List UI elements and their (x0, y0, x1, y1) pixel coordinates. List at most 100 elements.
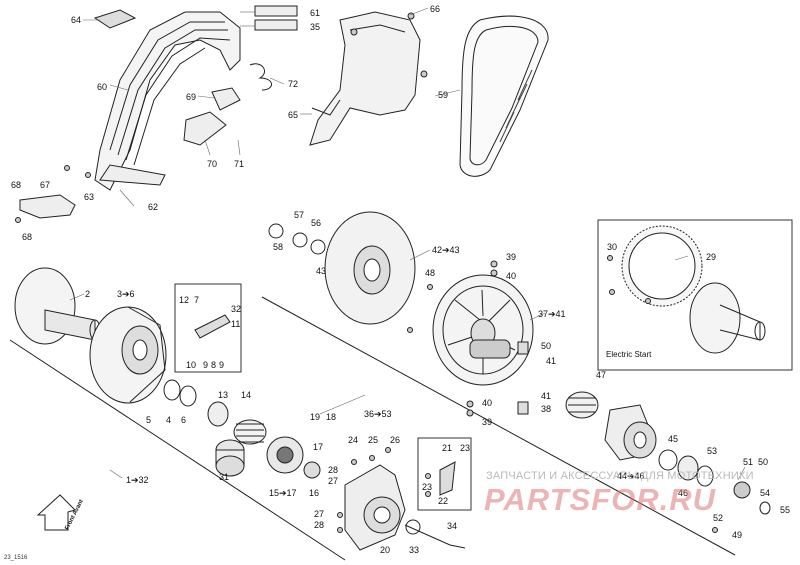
callout-24: 24 (348, 435, 359, 445)
electric-start-pulley (689, 282, 766, 354)
callout-40-bottom: 40 (482, 398, 493, 408)
callout-43: 43 (316, 266, 327, 276)
cover-part-65 (309, 11, 421, 146)
roller-kit-box (174, 283, 242, 373)
driven-pulley-fixed-half (324, 211, 416, 325)
ring-46b (677, 455, 699, 481)
driven-pulley-sliding-half (432, 274, 534, 386)
ring-6 (179, 385, 197, 407)
callout-4: 4 (166, 415, 172, 425)
callout-72: 72 (288, 79, 299, 89)
callout-66: 66 (430, 4, 441, 14)
callout-10: 10 (186, 360, 197, 370)
callout-19: 19 (310, 412, 321, 422)
callout-20: 20 (380, 545, 391, 555)
callout-71: 71 (234, 159, 245, 169)
callout-29: 29 (706, 252, 717, 262)
callout-21: 21 (442, 443, 453, 453)
callout-27-b: 27 (314, 509, 325, 519)
callout-45: 45 (668, 434, 679, 444)
callout-41-a: 41 (546, 356, 557, 366)
callout-16: 16 (309, 488, 320, 498)
bushing-31 (215, 439, 245, 477)
callout-69: 69 (186, 92, 197, 102)
cam-arm-21 (439, 461, 456, 496)
callout-28-a: 28 (328, 465, 339, 475)
callout-44-46: 44➔46 (617, 471, 645, 481)
washer-57 (268, 223, 284, 239)
nut-52 (733, 481, 751, 499)
drive-pulley-sliding-half (89, 306, 167, 404)
callout-15-17: 15➔17 (269, 488, 297, 498)
callout-58: 58 (273, 242, 284, 252)
callout-61: 61 (310, 8, 321, 18)
callout-51: 51 (743, 457, 754, 467)
clip-72 (249, 63, 272, 91)
spring-14 (233, 419, 267, 445)
callout-56: 56 (311, 218, 322, 228)
lever-7 (194, 314, 231, 339)
callout-2: 2 (85, 289, 91, 299)
washer-55 (759, 501, 771, 515)
callout-22: 22 (438, 496, 449, 506)
washer-33 (405, 519, 421, 535)
callout-12: 12 (179, 295, 190, 305)
callout-48: 48 (425, 268, 436, 278)
callout-17: 17 (313, 442, 324, 452)
washer-56 (292, 232, 308, 248)
callout-26: 26 (390, 435, 401, 445)
bracket-67 (19, 194, 76, 219)
callout-11: 11 (231, 319, 241, 329)
callout-23-b: 23 (422, 482, 433, 492)
callout-38: 38 (541, 404, 552, 414)
callout-28-b: 28 (314, 520, 325, 530)
callout-37-41: 37➔41 (538, 309, 566, 319)
callout-41-b: 41 (541, 391, 552, 401)
callout-9-a: 9 (203, 360, 209, 370)
callout-35: 35 (310, 22, 321, 32)
callout-30: 30 (607, 242, 618, 252)
callout-34: 34 (447, 521, 458, 531)
callout-53: 53 (707, 446, 718, 456)
callout-33: 33 (409, 545, 420, 555)
slider-41 (517, 401, 529, 415)
bolt-34 (404, 524, 466, 549)
callout-13: 13 (218, 390, 229, 400)
callout-7: 7 (194, 295, 200, 305)
front-arrow-icon (36, 494, 76, 531)
spring-47 (565, 391, 599, 419)
callout-59: 59 (438, 90, 449, 100)
electric-start-label: Electric Start (606, 350, 652, 359)
watermark-logo: PARTSFOR.RU (484, 482, 717, 517)
callout-52: 52 (713, 513, 724, 523)
leader-lines (69, 7, 746, 481)
drive-pulley-fixed-half (14, 267, 101, 345)
callout-65: 65 (288, 110, 299, 120)
callout-23-a: 23 (460, 443, 471, 453)
callout-31: 31 (219, 472, 230, 482)
governor-cup-15 (266, 436, 304, 474)
callout-49: 49 (732, 530, 743, 540)
frame-line-lower-left (9, 339, 346, 561)
fasteners (15, 12, 718, 533)
ring-gear (621, 225, 703, 307)
bracket-70 (183, 111, 227, 146)
drive-belt (459, 15, 549, 177)
document-id: 23_1516 (4, 555, 28, 561)
callout-50-bottom: 50 (758, 457, 769, 467)
callout-18: 18 (326, 412, 337, 422)
frame-line-lower-right (261, 296, 736, 556)
electric-start-box (597, 219, 793, 371)
callout-64: 64 (71, 15, 82, 25)
callout-47: 47 (596, 370, 607, 380)
callout-42-43: 42➔43 (432, 245, 460, 255)
ring-4 (163, 379, 181, 401)
callout-6: 6 (181, 415, 187, 425)
callout-5: 5 (146, 415, 152, 425)
washer-53 (696, 465, 714, 487)
callout-46: 46 (678, 488, 689, 498)
bracket-69 (211, 87, 241, 111)
callout-9-b: 9 (219, 360, 225, 370)
